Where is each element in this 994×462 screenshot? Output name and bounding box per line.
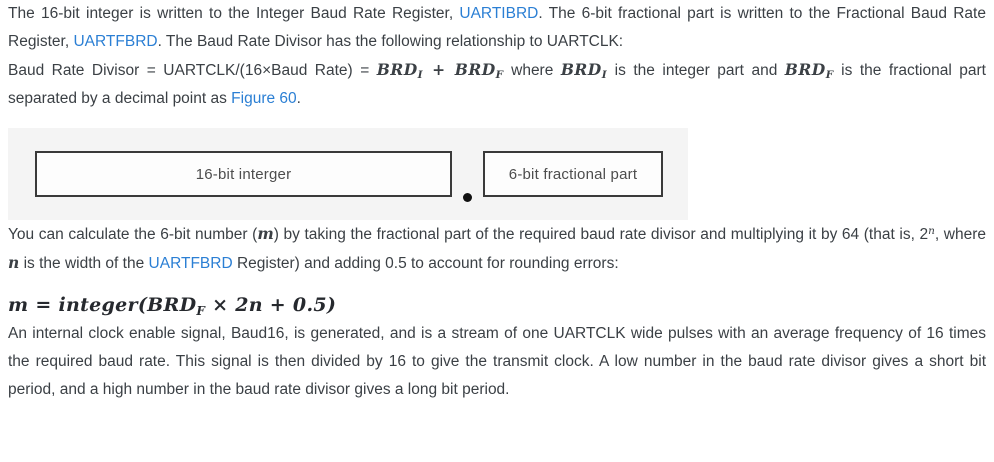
math-superscript-n: n	[928, 225, 935, 237]
math-brd-f: BRDF	[454, 60, 504, 81]
figure-60-diagram: 16-bit interger 6-bit fractional part	[8, 128, 688, 220]
text-segment: Baud Rate Divisor = UARTCLK/(16×Baud Rat…	[8, 62, 377, 79]
integer-box-label: 16-bit interger	[195, 165, 292, 183]
paragraph-baud16: An internal clock enable signal, Baud16,…	[8, 320, 986, 404]
paragraph-registers: The 16-bit integer is written to the Int…	[8, 0, 986, 56]
text-segment: is the width of the	[19, 255, 149, 272]
math-brd-i: BRDI	[376, 60, 424, 81]
formula-head: m = integer(BRD	[8, 294, 197, 316]
text-segment: is the fractional part separated by a de…	[8, 62, 986, 107]
link-uartibrd[interactable]: UARTIBRD	[459, 5, 539, 22]
text-segment: Register) and adding 0.5 to account for …	[232, 255, 619, 272]
formula-subscript-f: F	[196, 304, 206, 318]
integer-part-box: 16-bit interger	[35, 151, 452, 197]
paragraph-calculate-m: You can calculate the 6-bit number (m) b…	[8, 220, 986, 278]
link-uartfbrd[interactable]: UARTFBRD	[148, 255, 233, 272]
math-brd-f: BRDF	[784, 60, 834, 81]
decimal-point-dot	[463, 193, 472, 202]
link-uartfbrd[interactable]: UARTFBRD	[73, 33, 158, 50]
text-segment: where	[503, 62, 561, 79]
math-var-m: m	[257, 224, 274, 243]
text-segment: is the integer part and	[607, 62, 785, 79]
link-figure-60[interactable]: Figure 60	[231, 90, 297, 107]
fractional-part-box: 6-bit fractional part	[483, 151, 663, 197]
document-page: The 16-bit integer is written to the Int…	[8, 0, 986, 404]
fractional-box-label: 6-bit fractional part	[508, 165, 638, 183]
text-segment: . The Baud Rate Divisor has the followin…	[157, 33, 624, 50]
text-segment: . The 6-bit fractional part is written t…	[8, 5, 986, 50]
math-brd-i: BRDI	[560, 60, 608, 81]
formula-tail: × 2n + 0.5)	[205, 294, 337, 316]
text-segment: An internal clock enable signal, Baud16,…	[8, 325, 986, 398]
text-segment: ) by taking the fractional part of the r…	[273, 226, 929, 243]
text-segment: , where	[934, 226, 986, 243]
formula-m-equation: m = integer(BRDF × 2n + 0.5)	[8, 290, 986, 320]
math-var-n: n	[8, 253, 20, 272]
math-plus-operator: +	[423, 60, 455, 79]
text-segment: The 16-bit integer is written to the Int…	[8, 5, 460, 22]
paragraph-baud-rate-divisor: Baud Rate Divisor = UARTCLK/(16×Baud Rat…	[8, 56, 986, 113]
text-segment: You can calculate the 6-bit number (	[8, 226, 258, 243]
text-segment: .	[296, 90, 301, 107]
